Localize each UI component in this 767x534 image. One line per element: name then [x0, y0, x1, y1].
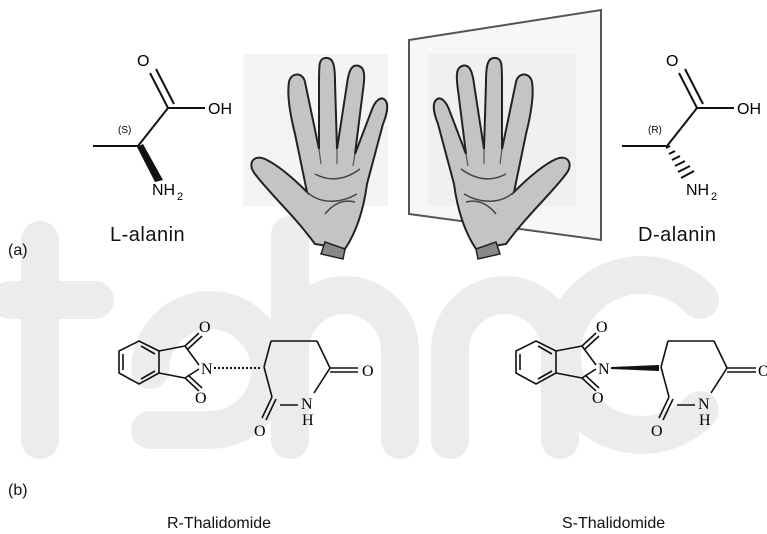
s-thal-nh-n: N: [698, 396, 710, 413]
d-alanine-nh-label: NH: [686, 182, 709, 199]
d-alanine-oh-label: OH: [737, 101, 761, 118]
s-thal-n-imide: N: [598, 361, 610, 378]
r-thal-o-bottom: O: [195, 390, 207, 407]
s-thal-o-top: O: [596, 319, 608, 336]
l-alanine-nh-label: NH: [152, 182, 175, 199]
r-thal-o-top: O: [199, 319, 211, 336]
r-thal-o-lower: O: [254, 423, 266, 440]
d-alanine-o-label: O: [666, 53, 678, 70]
l-alanine-config-label: (S): [118, 125, 131, 136]
d-alanine-nh-subscript: 2: [711, 191, 717, 203]
panel-a-label: (a): [8, 242, 28, 259]
r-thal-n-imide: N: [201, 361, 213, 378]
r-thalidomide-name: R-Thalidomide: [167, 515, 272, 532]
l-alanine-oh-label: OH: [208, 101, 232, 118]
panel-b-label: (b): [8, 482, 28, 499]
r-thal-nh-h: H: [302, 412, 314, 429]
d-alanine-config-label: (R): [648, 125, 662, 136]
d-alanine-hash-bond: [665, 145, 695, 179]
s-thalidomide-name: S-Thalidomide: [562, 515, 666, 532]
r-thal-o-right: O: [362, 363, 374, 380]
l-alanine-wedge-bond: [137, 144, 163, 182]
s-thal-o-lower: O: [651, 423, 663, 440]
l-alanine-o-label: O: [137, 53, 149, 70]
s-thalidomide-wedge-bond: [611, 365, 659, 371]
s-thal-o-bottom: O: [592, 390, 604, 407]
s-thal-nh-h: H: [699, 412, 711, 429]
l-alanine-name: L-alanin: [110, 224, 186, 246]
d-alanine-name: D-alanin: [638, 224, 717, 246]
r-thal-nh-n: N: [301, 396, 313, 413]
s-thal-o-right: O: [758, 363, 767, 380]
l-alanine-nh-subscript: 2: [177, 191, 183, 203]
